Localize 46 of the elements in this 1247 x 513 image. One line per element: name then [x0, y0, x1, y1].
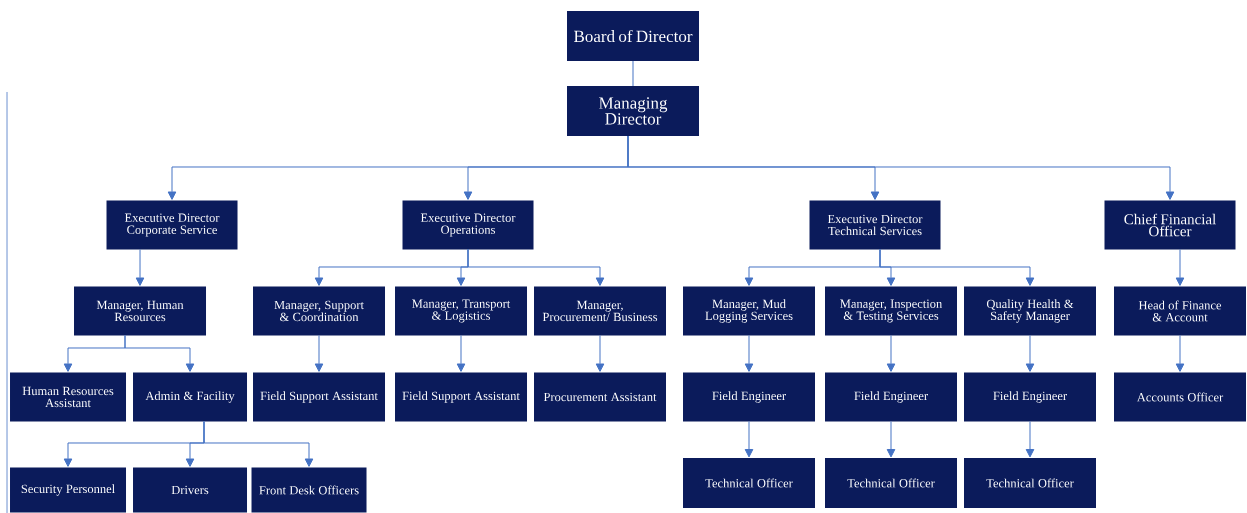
org-box: Manager, Procurement/ Business — [534, 286, 666, 336]
org-box: Field Support Assistant — [395, 372, 527, 422]
org-box: Technical Officer — [683, 458, 815, 508]
org-box: Manager, Human Resources — [74, 286, 206, 336]
connector-arrow — [744, 335, 754, 372]
connector-arrow — [744, 421, 754, 458]
connector-arrow — [1175, 335, 1185, 372]
org-box: Manager, Support & Coordination — [253, 286, 385, 336]
org-box: Field Engineer — [683, 372, 815, 422]
connector-arrow — [124, 335, 195, 372]
org-box: Executive Director Operations — [402, 200, 534, 250]
connector-arrow — [314, 335, 324, 372]
org-box: Technical Officer — [825, 458, 957, 508]
org-box: Manager, Inspection & Testing Services — [825, 286, 957, 336]
connector-arrow — [879, 249, 1035, 286]
org-box: Drivers — [133, 467, 247, 513]
org-box: Managing Director — [567, 86, 699, 136]
connector-arrow — [627, 135, 1175, 200]
org-box: Executive Director Technical Services — [809, 200, 941, 250]
org-box: Field Engineer — [825, 372, 957, 422]
org-box: Admin & Facility — [133, 372, 247, 422]
org-box: Head of Finance & Account — [1114, 286, 1246, 336]
connector-arrow — [886, 421, 896, 458]
connector-arrow — [1025, 421, 1035, 458]
org-box: Procurement Assistant — [534, 372, 666, 422]
org-box: Board of Director — [567, 11, 699, 61]
org-box: Field Engineer — [964, 372, 1096, 422]
connector-arrow — [886, 335, 896, 372]
connector-arrow — [135, 249, 145, 286]
org-box: Field Support Assistant — [253, 372, 385, 422]
org-box: Accounts Officer — [1114, 372, 1246, 422]
org-box: Front Desk Officers — [251, 467, 367, 513]
connector-arrow — [467, 249, 605, 286]
connector-arrow — [203, 421, 314, 467]
org-box: Manager, Mud Logging Services — [683, 286, 815, 336]
org-box: Quality Health & Safety Manager — [964, 286, 1096, 336]
org-box: Chief Financial Officer — [1104, 200, 1236, 250]
org-box: Executive Director Corporate Service — [106, 200, 238, 250]
org-box: Human Resources Assistant — [10, 372, 126, 422]
org-box: Technical Officer — [964, 458, 1096, 508]
connector-arrow — [1175, 249, 1185, 286]
connector-arrow — [595, 335, 605, 372]
org-box: Manager, Transport & Logistics — [395, 286, 527, 336]
org-box: Security Personnel — [10, 467, 126, 513]
connector-arrow — [1025, 335, 1035, 372]
connector-arrow — [456, 335, 466, 372]
